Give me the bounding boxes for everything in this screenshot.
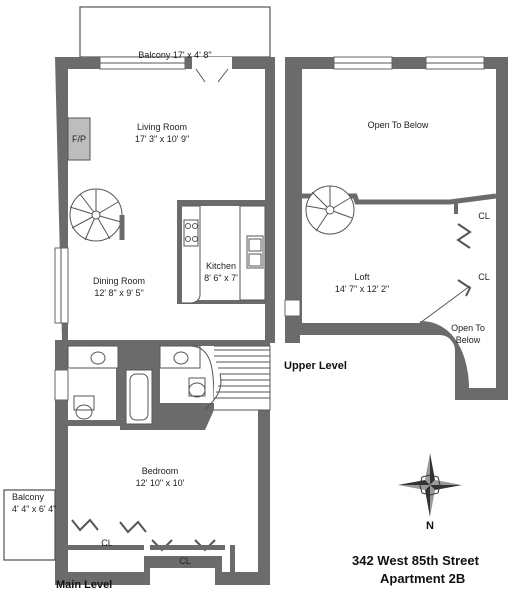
dining-room-label: Dining Room — [93, 276, 145, 286]
loft-label: Loft — [354, 272, 370, 282]
closet-1-label: CL — [101, 538, 113, 548]
address-line-1: 342 West 85th Street — [352, 553, 480, 568]
kitchen-dim: 8' 6" x 7' — [204, 273, 238, 283]
address-line-2: Apartment 2B — [380, 571, 465, 586]
open-bottom-label-2: Below — [456, 335, 481, 345]
upper-floor — [302, 69, 496, 388]
open-bottom-label-1: Open To — [451, 323, 485, 333]
bathrooms — [54, 340, 270, 430]
upper-level-label: Upper Level — [284, 360, 347, 372]
living-room-dim: 17' 3" x 10' 9" — [135, 134, 189, 144]
balcony-door — [192, 57, 232, 69]
bedroom-label: Bedroom — [142, 466, 179, 476]
closet-2-label: CL — [179, 556, 191, 566]
bedroom-closets — [68, 518, 235, 572]
main-level-plan: F/P — [3, 6, 275, 591]
kitchen-label: Kitchen — [206, 261, 236, 271]
balcony-side — [3, 489, 56, 561]
compass-north-label: N — [426, 520, 434, 532]
balcony-side-dim: 4' 4" x 6' 4" — [12, 504, 56, 514]
main-level-label: Main Level — [56, 579, 112, 591]
kitchen — [177, 200, 266, 304]
balcony-side-label: Balcony — [12, 492, 45, 502]
spiral-stair-main — [69, 188, 125, 242]
fireplace-label: F/P — [72, 134, 86, 144]
loft-dim: 14' 7" x 12' 2" — [335, 284, 389, 294]
compass-rose-icon: N — [398, 453, 462, 532]
spiral-stair-upper — [305, 185, 355, 235]
open-top-label: Open To Below — [368, 120, 429, 130]
upper-level-plan: Open To Below CL CL Loft 14' 7" x 12' 2"… — [284, 56, 508, 400]
balcony-top-label: Balcony 17' x 4' 8" — [138, 50, 211, 60]
main-floor — [68, 69, 265, 572]
living-room-label: Living Room — [137, 122, 187, 132]
upper-closet-1: CL — [478, 211, 490, 221]
bedroom-dim: 12' 10" x 10' — [136, 478, 185, 488]
upper-closet-2: CL — [478, 272, 490, 282]
fireplace — [67, 117, 91, 161]
balcony-top — [79, 6, 271, 58]
main-staircase — [204, 345, 271, 411]
dining-room-dim: 12' 8" x 9' 5" — [94, 288, 143, 298]
